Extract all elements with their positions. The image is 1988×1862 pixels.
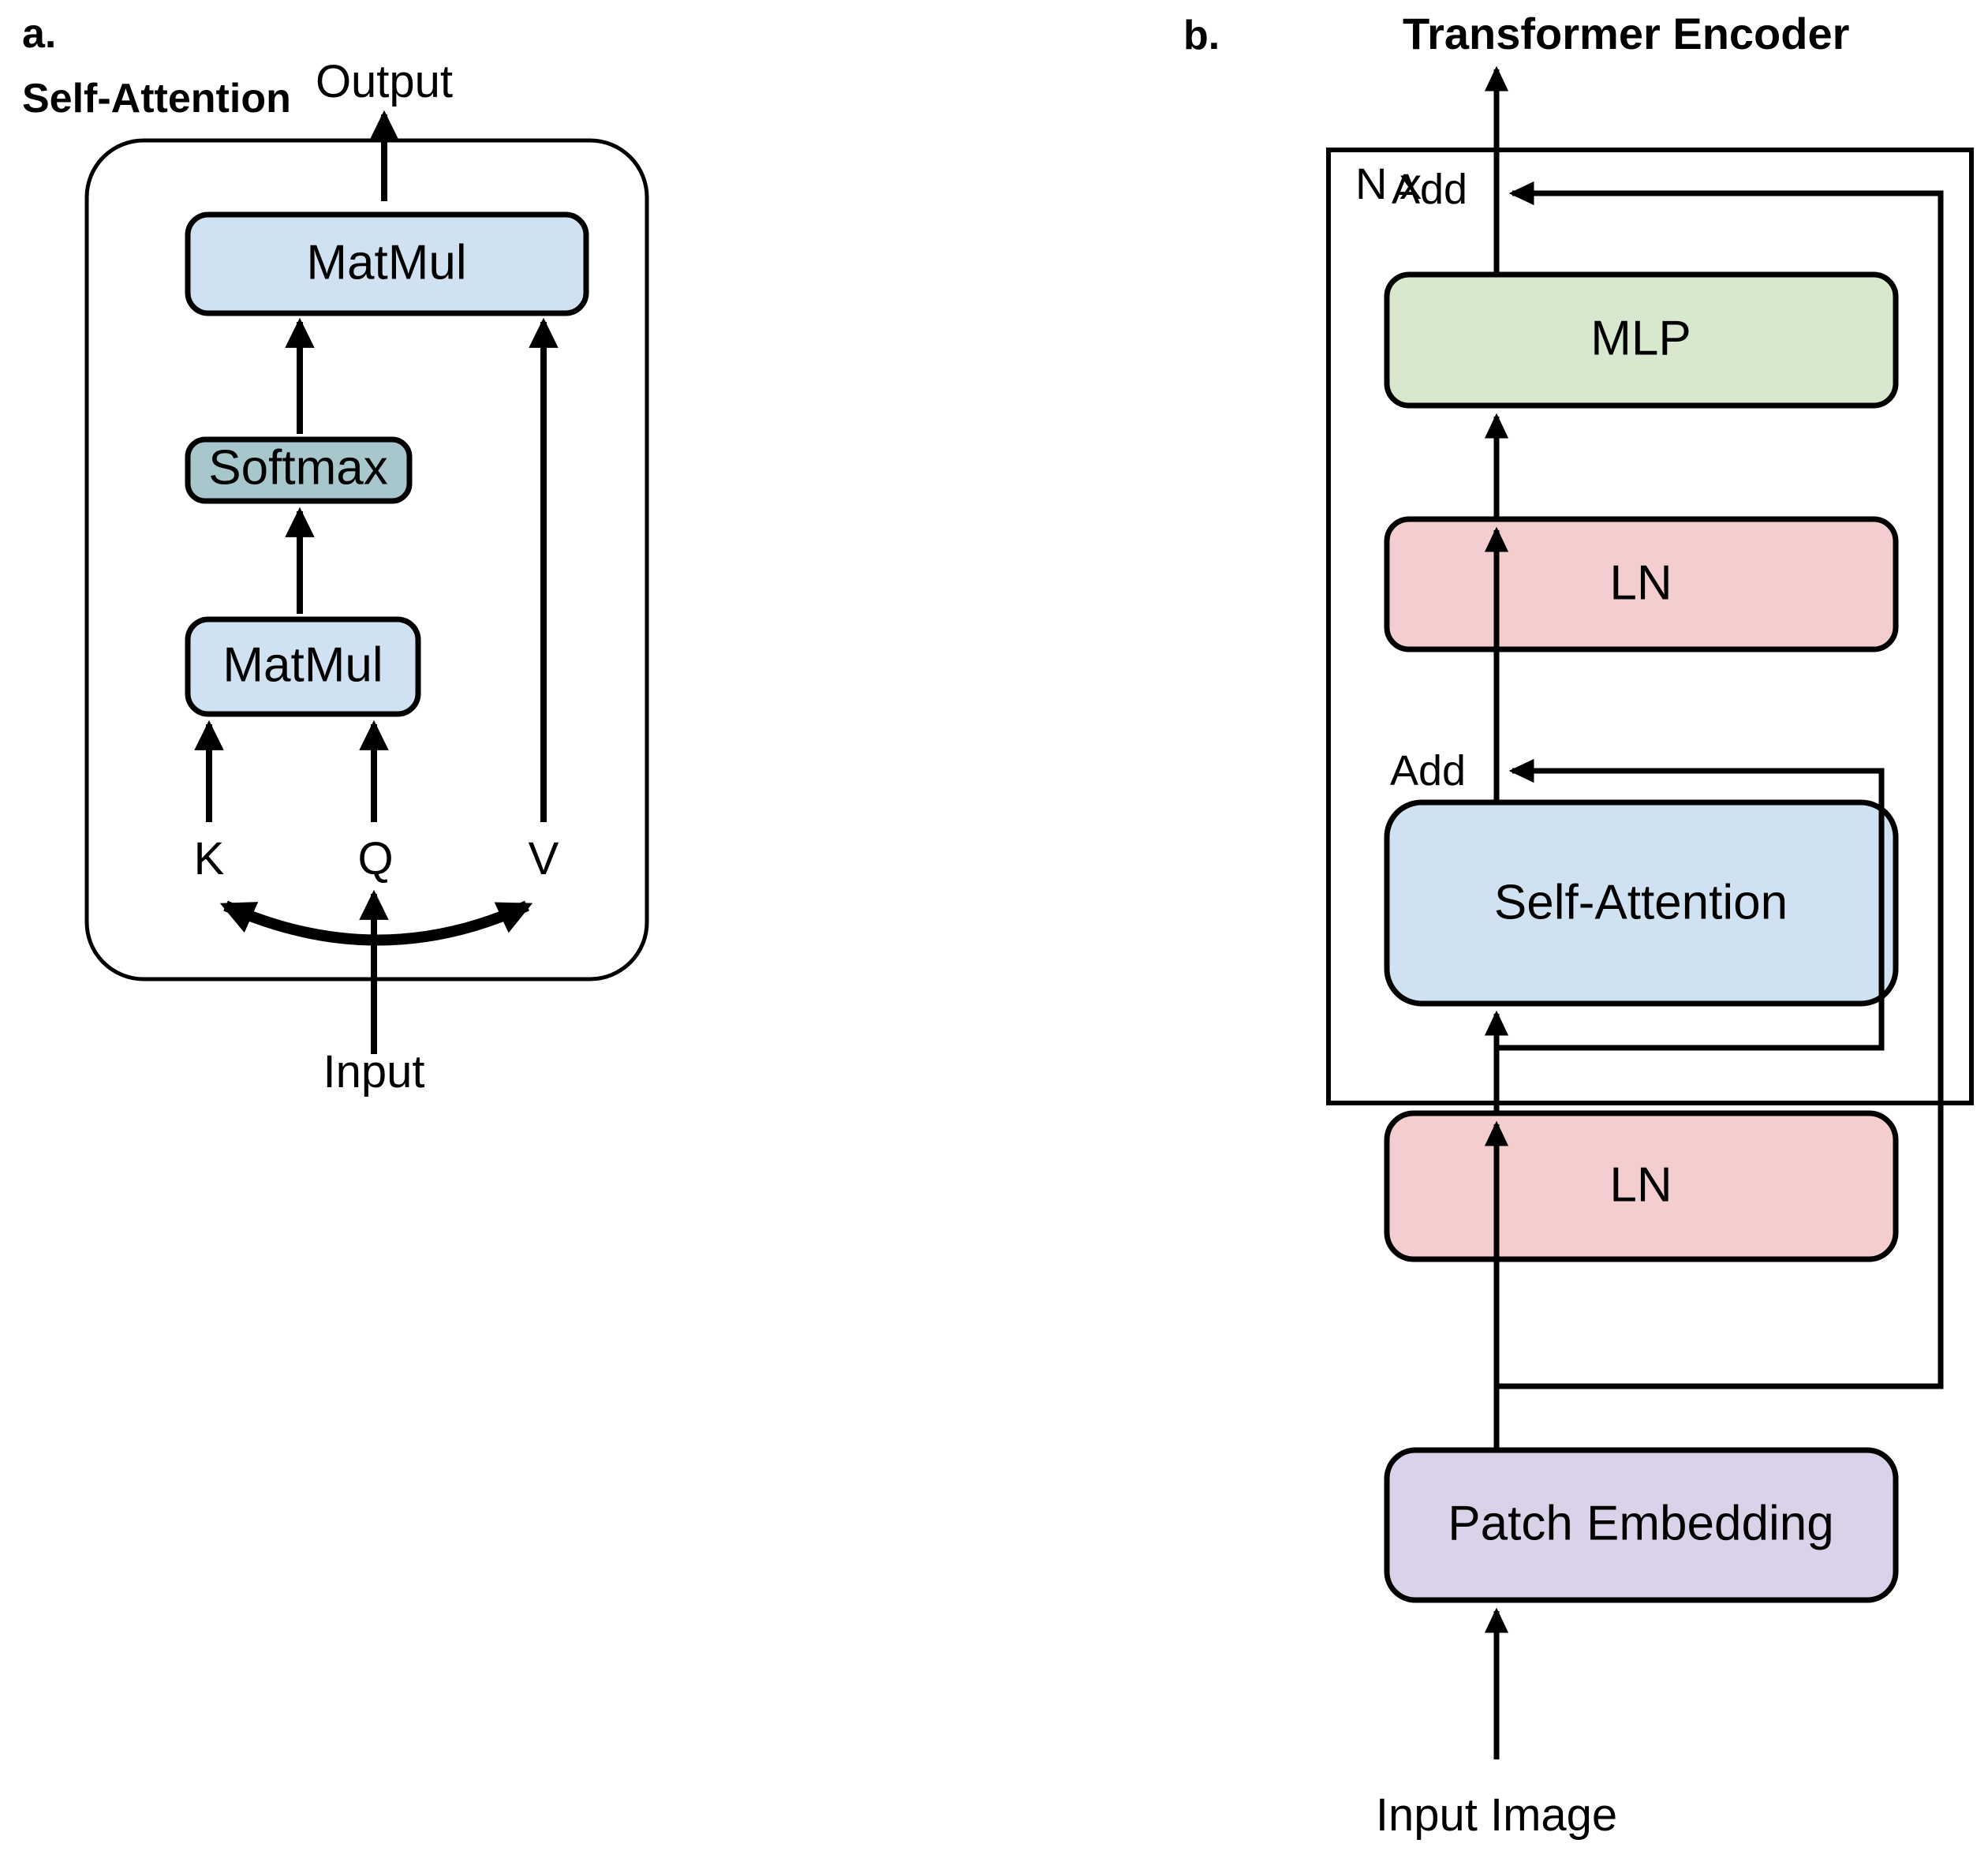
node-matmul-lower-label: MatMul: [222, 637, 383, 692]
label-q: Q: [357, 833, 393, 884]
node-mlp[interactable]: [1384, 271, 1899, 409]
kqv-split-curve: [219, 900, 533, 946]
panel-b-title: Transformer Encoder: [1403, 9, 1849, 58]
residual-skip-outer: [1497, 181, 1944, 1389]
label-v: V: [529, 833, 559, 884]
node-ln-lower-label: LN: [1609, 1157, 1672, 1212]
panel-b-input-label: Input Image: [1376, 1789, 1617, 1841]
node-softmax-label: Softmax: [208, 440, 387, 495]
node-ln-upper-label: LN: [1609, 555, 1672, 610]
panel-a-output-label: Output: [316, 56, 453, 107]
panel-a-input-label: Input: [323, 1046, 425, 1097]
panel-b-letter: b.: [1183, 13, 1220, 58]
node-ln-upper[interactable]: [1384, 516, 1899, 652]
residual-top-add-label: Add: [1392, 166, 1467, 213]
residual-skip-inner: [1497, 758, 1885, 1051]
panel-a-title: Self-Attention: [22, 76, 291, 122]
label-k: K: [194, 833, 225, 884]
nx-block-frame: [1326, 148, 1974, 1105]
node-patch-embedding[interactable]: [1384, 1447, 1899, 1603]
self-attention-container: [84, 138, 649, 981]
node-matmul-lower[interactable]: [185, 616, 421, 717]
node-matmul-upper-label: MatMul: [306, 235, 466, 290]
node-self-attention[interactable]: [1384, 799, 1899, 1007]
node-matmul-upper[interactable]: [185, 211, 589, 316]
repeat-count-label: N x: [1355, 159, 1422, 208]
residual-bottom-add-label: Add: [1390, 747, 1466, 795]
node-mlp-label: MLP: [1590, 311, 1691, 365]
node-patch-embedding-label: Patch Embedding: [1448, 1496, 1833, 1550]
node-softmax[interactable]: [185, 436, 413, 504]
node-self-attention-label: Self-Attention: [1494, 875, 1788, 929]
panel-a-letter: a.: [22, 11, 56, 57]
node-ln-lower[interactable]: [1384, 1110, 1899, 1262]
